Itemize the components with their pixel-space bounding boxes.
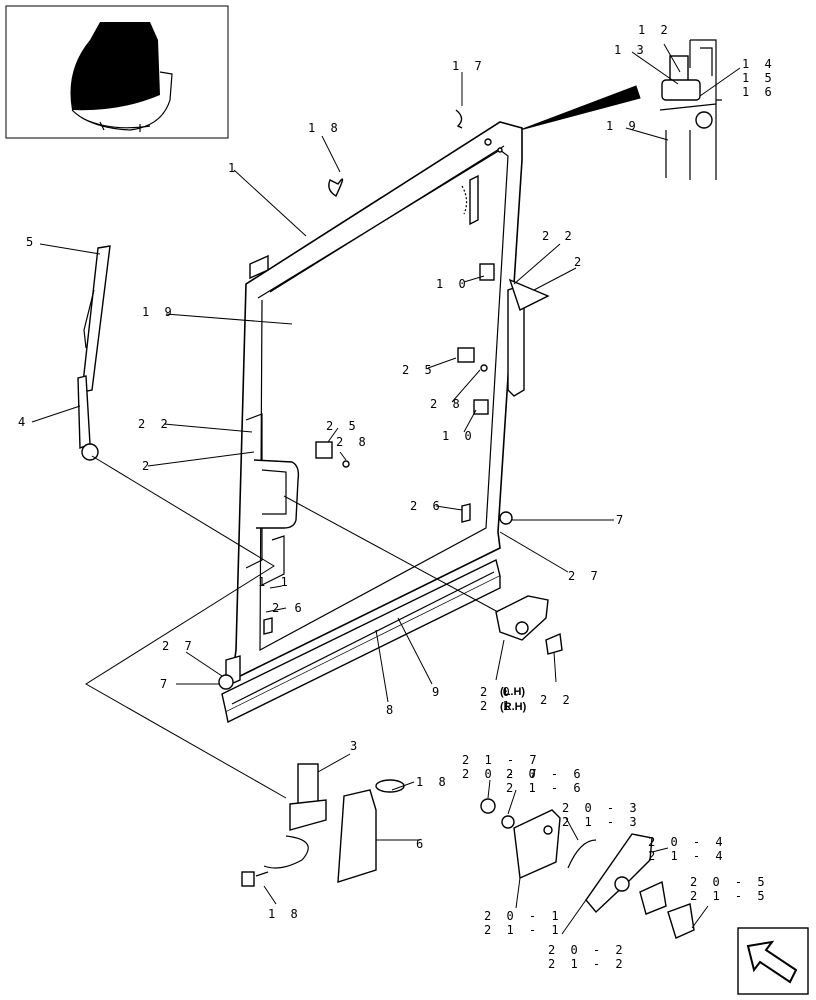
callout-21: 2 1 xyxy=(480,699,514,713)
callout-20-4: 2 0 - 4 xyxy=(648,835,727,849)
bottom-rails xyxy=(221,558,501,724)
callout-21-7: 2 1 - 7 xyxy=(462,753,541,767)
callout-22-top: 2 2 xyxy=(542,229,576,243)
callout-21-1: 2 1 - 1 xyxy=(484,923,563,937)
callout-21-2: 2 1 - 2 xyxy=(548,957,627,971)
callout-18-motor: 1 8 xyxy=(416,775,450,789)
callout-lh: (L.H) xyxy=(500,686,525,698)
reservoir-tank xyxy=(337,779,405,883)
callout-28-left: 2 8 xyxy=(336,435,370,449)
callout-22-left: 2 2 xyxy=(138,417,172,431)
callout-12: 1 2 xyxy=(638,23,672,37)
door-frame xyxy=(225,121,523,688)
callout-21-5: 2 1 - 5 xyxy=(690,889,769,903)
callout-20-1: 2 0 - 1 xyxy=(484,909,563,923)
wiper-arm xyxy=(77,375,99,461)
callout-14: 1 4 xyxy=(742,57,776,71)
callout-5: 5 xyxy=(26,235,37,249)
callout-7-right: 7 xyxy=(616,513,627,527)
callout-2-left: 2 xyxy=(142,459,153,473)
door-handle xyxy=(253,459,300,529)
callout-10-top: 1 0 xyxy=(436,277,470,291)
callout-18-plug: 1 8 xyxy=(268,907,302,921)
callout-21-3: 2 1 - 3 xyxy=(562,815,641,829)
callout-25-left: 2 5 xyxy=(326,419,360,433)
callout-16: 1 6 xyxy=(742,85,776,99)
callout-10-bottom: 1 0 xyxy=(442,429,476,443)
callout-17: 1 7 xyxy=(452,59,486,73)
hinge-detail xyxy=(519,39,722,180)
callout-20-2: 2 0 - 2 xyxy=(548,943,627,957)
callout-rh: (R.H) xyxy=(500,701,527,713)
cab-locator-icon xyxy=(5,5,229,139)
leader-lines xyxy=(31,43,741,935)
callout-11: 1 1 xyxy=(258,575,292,589)
callout-27-left: 2 7 xyxy=(162,639,196,653)
callout-20-6: 2 0 - 6 xyxy=(506,767,585,781)
callout-26-right: 2 6 xyxy=(410,499,444,513)
callout-18-clip: 1 8 xyxy=(308,121,342,135)
callout-6: 6 xyxy=(416,837,427,851)
callout-19-detail: 1 9 xyxy=(606,119,640,133)
callout-1: 1 xyxy=(228,161,239,175)
callout-20-3: 2 0 - 3 xyxy=(562,801,641,815)
callout-20: 2 0 xyxy=(480,685,514,699)
callout-7-left: 7 xyxy=(160,677,171,691)
callout-28-right: 2 8 xyxy=(430,397,464,411)
callout-22-bottom: 2 2 xyxy=(540,693,574,707)
callout-9: 9 xyxy=(432,685,443,699)
callout-25-right: 2 5 xyxy=(402,363,436,377)
callout-21-4: 2 1 - 4 xyxy=(648,849,727,863)
callout-19: 1 9 xyxy=(142,305,176,319)
callout-21-6: 2 1 - 6 xyxy=(506,781,585,795)
next-page-arrow-icon[interactable] xyxy=(737,927,809,995)
callout-3: 3 xyxy=(350,739,361,753)
callout-20-7: 2 0 - 7 xyxy=(462,767,541,781)
callout-4: 4 xyxy=(18,415,29,429)
latch-exploded xyxy=(480,798,695,939)
callout-27-right: 2 7 xyxy=(568,569,602,583)
callout-8: 8 xyxy=(386,703,397,717)
wiper-blade xyxy=(81,245,111,393)
callout-labels: 1 2 1 3 1 4 1 5 1 6 1 9 1 7 1 8 1 5 1 9 … xyxy=(18,23,776,971)
right-latch xyxy=(495,278,563,655)
callout-15: 1 5 xyxy=(742,71,776,85)
wiper-motor xyxy=(241,763,327,887)
callout-13: 1 3 xyxy=(614,43,648,57)
callout-26-left: 2 6 xyxy=(272,601,306,615)
callout-20-5: 2 0 - 5 xyxy=(690,875,769,889)
callout-2-top: 2 xyxy=(574,255,585,269)
